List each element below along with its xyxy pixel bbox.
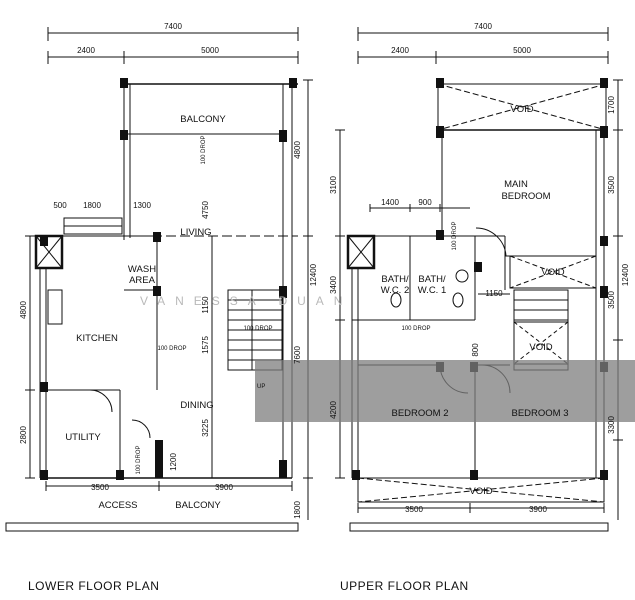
room-main-bedroom-2: BEDROOM [501, 191, 550, 202]
upper-dim-total: 7400 [474, 22, 492, 31]
lower-dim-bottom-right: 3900 [215, 483, 233, 492]
lower-caption: LOWER FLOOR PLAN [28, 579, 159, 593]
lower-dim-4800r: 4800 [293, 141, 302, 159]
lower-dim-500: 500 [53, 201, 67, 210]
room-balcony-bottom: BALCONY [175, 500, 221, 511]
upper-dim-900: 900 [418, 198, 432, 207]
watermark: VANESSA DUAN [140, 294, 352, 308]
drop-label-bath: 100 DROP [452, 221, 458, 250]
upper-dim-3100: 3100 [329, 176, 338, 194]
room-dining: DINING [180, 400, 213, 411]
lower-dim-3225: 3225 [201, 419, 210, 437]
highlight-band [255, 360, 635, 422]
drop-label-top: 100 DROP [201, 135, 207, 164]
upper-dim-bottom-left: 3500 [405, 505, 423, 514]
lower-dim-1800r: 1800 [293, 501, 302, 519]
lower-dim-4800l: 4800 [19, 301, 28, 319]
upper-dim-1400: 1400 [381, 198, 399, 207]
upper-dim-12400: 12400 [621, 263, 630, 286]
lower-dim-1150: 1150 [201, 296, 210, 314]
upper-dim-right: 5000 [513, 46, 531, 55]
room-utility: UTILITY [65, 432, 101, 443]
upper-dim-3300: 3300 [607, 416, 616, 434]
room-bedroom-2: BEDROOM 2 [391, 408, 448, 419]
lower-dim-right: 5000 [201, 46, 219, 55]
lower-dim-2800: 2800 [19, 426, 28, 444]
room-void-stair: VOID [529, 342, 552, 353]
upper-floor-plan [335, 27, 623, 532]
lower-dim-bottom-left: 3500 [91, 483, 109, 492]
room-bath1-1: BATH/ [418, 274, 446, 285]
room-wash-2: AREA [129, 275, 156, 286]
upper-dim-3500a: 3500 [607, 176, 616, 194]
upper-dim-3400: 3400 [329, 276, 338, 294]
room-void-top: VOID [510, 104, 533, 115]
upper-dim-bottom-right: 3900 [529, 505, 547, 514]
lower-dim-1575: 1575 [201, 336, 210, 354]
stair-up-label: UP [257, 384, 265, 390]
lower-floor-plan [5, 27, 313, 532]
room-bath1-2: W.C. 1 [418, 285, 447, 296]
room-living: LIVING [180, 227, 211, 238]
room-bath2-1: BATH/ [381, 274, 409, 285]
lower-dim-1200: 1200 [169, 453, 178, 471]
room-bath2-2: W.C. 2 [381, 285, 410, 296]
upper-dim-4200: 4200 [329, 401, 338, 419]
drop-label-corridor: 100 DROP [401, 326, 430, 332]
lower-dim-7600: 7600 [293, 346, 302, 364]
lower-dim-1300: 1300 [133, 201, 151, 210]
upper-dim-1700: 1700 [607, 96, 616, 114]
upper-dim-left: 2400 [391, 46, 409, 55]
room-main-bedroom-1: MAIN [504, 179, 528, 190]
room-bedroom-3: BEDROOM 3 [511, 408, 568, 419]
lower-dim-left: 2400 [77, 46, 95, 55]
room-void-bottom: VOID [469, 486, 492, 497]
upper-dim-800: 800 [471, 343, 480, 357]
drop-label-utility: 100 DROP [136, 445, 142, 474]
lower-dim-total: 7400 [164, 22, 182, 31]
upper-dim-3500b: 3500 [607, 291, 616, 309]
lower-elevator [34, 234, 64, 270]
room-void-mid: VOID [541, 267, 564, 278]
upper-dim-1150: 1150 [485, 289, 503, 298]
lower-columns [40, 78, 297, 480]
room-wash-1: WASH [128, 264, 156, 275]
lower-dim-12400: 12400 [309, 263, 318, 286]
upper-caption: UPPER FLOOR PLAN [340, 579, 469, 593]
lower-dim-1800: 1800 [83, 201, 101, 210]
room-access: ACCESS [98, 500, 137, 511]
room-kitchen: KITCHEN [76, 333, 118, 344]
drop-label-mid: 100 DROP [243, 326, 272, 332]
drop-label-kitchen: 100 DROP [157, 346, 186, 352]
lower-dim-4750: 4750 [201, 201, 210, 219]
room-balcony: BALCONY [180, 114, 226, 125]
